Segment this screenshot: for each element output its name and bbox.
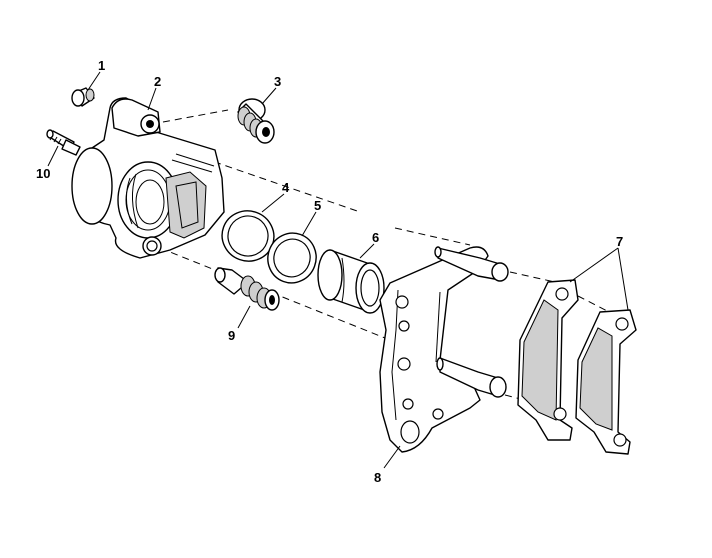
callout-9: 9 (228, 328, 235, 343)
callout-6: 6 (372, 230, 379, 245)
caliper-body (71, 97, 225, 259)
callout-1: 1 (98, 58, 105, 73)
part-9-guide-pin (214, 267, 280, 311)
part-6-piston (317, 249, 385, 314)
part-3-pin-boot (237, 98, 275, 144)
part-4-piston-seal (221, 210, 275, 262)
callout-7: 7 (616, 234, 623, 249)
callout-leader-lines (47, 71, 629, 469)
callout-labels: 1 2 3 4 5 6 7 8 9 10 (36, 58, 623, 485)
callout-5: 5 (314, 198, 321, 213)
part-1-cap (71, 87, 95, 107)
callout-4: 4 (282, 180, 290, 195)
part-7-inner-brake-pad (517, 279, 579, 441)
callout-8: 8 (374, 470, 381, 485)
part-8-mounting-bracket (379, 246, 509, 453)
callout-3: 3 (274, 74, 281, 89)
callout-10: 10 (36, 166, 50, 181)
callout-2: 2 (154, 74, 161, 89)
part-10-bleeder-screw (46, 129, 81, 156)
part-5-dust-seal (267, 232, 317, 284)
part-7-outer-brake-pad (575, 309, 637, 455)
